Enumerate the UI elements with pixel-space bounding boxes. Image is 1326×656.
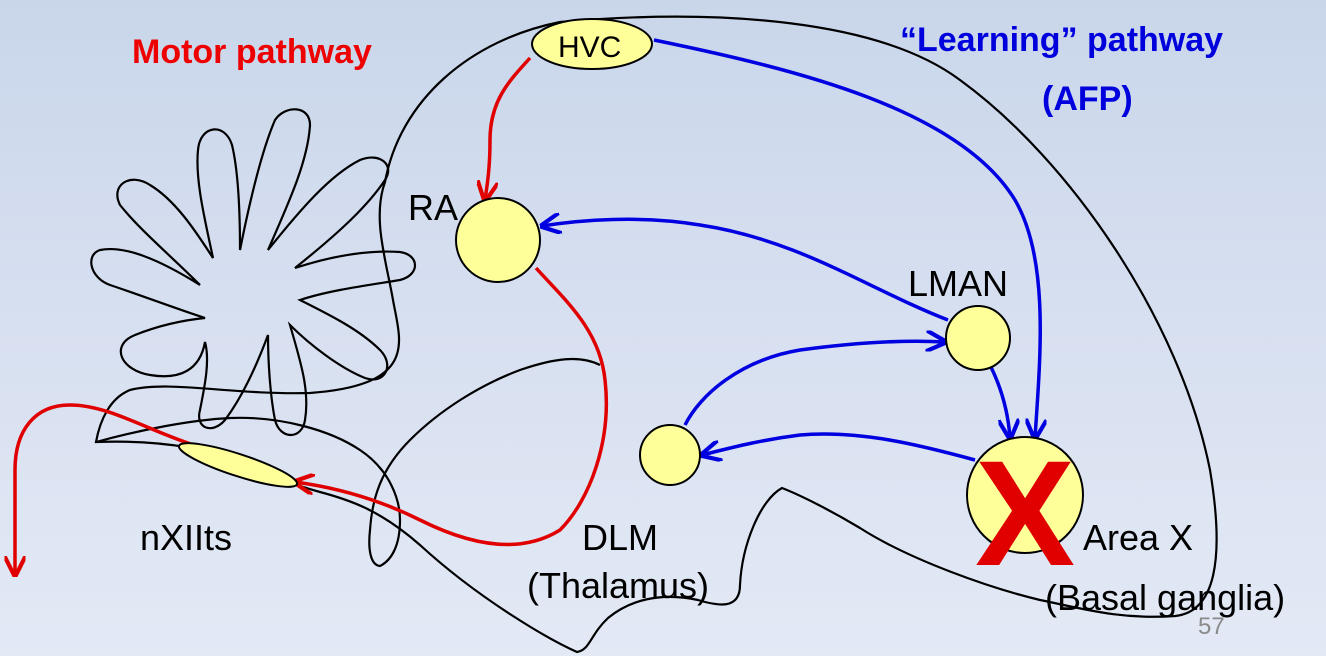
area-x-label: Area X: [1083, 517, 1193, 558]
ra-to-nxiits-path: [295, 266, 608, 547]
lman-nucleus: [945, 305, 1011, 371]
ra-label: RA: [408, 187, 458, 228]
nxiits-nucleus: [177, 442, 299, 488]
lman-to-ra-path: [542, 219, 949, 322]
lesion-x-mark: X: [975, 429, 1075, 597]
hvc-label: HVC: [558, 31, 621, 64]
afp-label: (AFP): [1042, 80, 1133, 118]
dlm-label: DLM: [582, 517, 658, 558]
areax-to-dlm-path: [702, 432, 976, 460]
ra-nucleus: [455, 197, 541, 283]
area-x-nucleus: [966, 436, 1084, 554]
hvc-to-areax-path: [653, 38, 1040, 438]
thalamus-label: (Thalamus): [527, 565, 709, 606]
cerebellum-outline: [90, 108, 417, 437]
dlm-nucleus: [639, 424, 701, 486]
nxiits-output-path: [15, 403, 201, 575]
nxiits-label: nXIIts: [140, 517, 232, 558]
basal-ganglia-label: (Basal ganglia): [1045, 577, 1285, 618]
learning-pathway-title: “Learning” pathway: [900, 21, 1223, 59]
brain-outline: [94, 15, 1218, 654]
dlm-to-lman-path: [683, 341, 945, 426]
motor-pathway-title: Motor pathway: [132, 33, 372, 71]
hvc-to-ra-path: [485, 56, 532, 200]
lman-label: LMAN: [908, 263, 1008, 304]
lman-to-areax-path: [988, 364, 1010, 438]
hvc-nucleus: [531, 18, 653, 70]
slide-page-number: 57: [1198, 613, 1225, 640]
brainstem-outline: [95, 357, 601, 568]
